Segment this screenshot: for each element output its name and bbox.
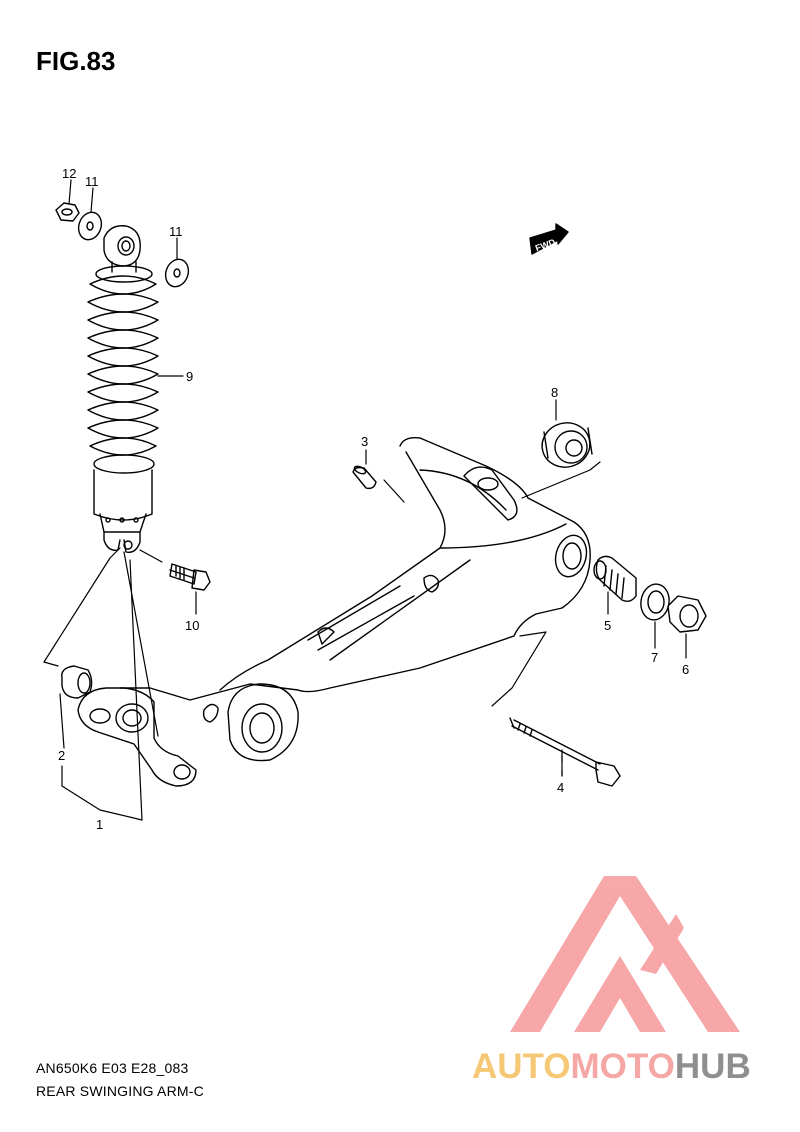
callout-8: 8	[551, 385, 558, 400]
cap-nut-part[interactable]	[55, 202, 80, 222]
watermark-part-moto: MOTO	[571, 1047, 675, 1086]
washer-lower-part[interactable]	[638, 582, 672, 622]
callout-11-upper: 11	[85, 174, 99, 189]
callout-3: 3	[361, 434, 368, 449]
bearing-part[interactable]	[537, 418, 595, 473]
model-code: AN650K6 E03 E28_083	[36, 1060, 189, 1076]
shock-bolt-part[interactable]	[169, 563, 211, 591]
pivot-shaft-part[interactable]	[593, 555, 637, 603]
section-name: REAR SWINGING ARM-C	[36, 1083, 204, 1099]
callout-2: 2	[58, 748, 65, 763]
leader-lines	[43, 179, 687, 821]
washer-upper-part[interactable]	[75, 209, 105, 243]
watermark-part-auto: AUTO	[472, 1047, 571, 1086]
triangle-logo-icon	[510, 876, 740, 1032]
swinging-arm-part[interactable]	[77, 436, 591, 787]
callout-12: 12	[62, 166, 76, 181]
callout-7: 7	[651, 650, 658, 665]
long-bolt-part[interactable]	[509, 717, 621, 787]
fwd-arrow-icon	[529, 223, 569, 255]
callout-9: 9	[186, 369, 193, 384]
watermark-text: AUTOMOTOHUB	[472, 1047, 751, 1086]
pivot-nut-part[interactable]	[667, 595, 707, 633]
watermark-part-hub: HUB	[675, 1047, 751, 1086]
shock-absorber-part[interactable]	[87, 225, 159, 553]
washer-side-part[interactable]	[162, 256, 192, 290]
shock-bushing-part[interactable]	[61, 665, 93, 699]
callout-5: 5	[604, 618, 611, 633]
callout-6: 6	[682, 662, 689, 677]
bushing-part[interactable]	[352, 465, 377, 490]
watermark-logo: AUTOMOTOHUB	[472, 876, 751, 1086]
callout-10: 10	[185, 618, 199, 633]
callout-11-side: 11	[169, 224, 183, 239]
callout-1: 1	[96, 817, 103, 832]
callout-4: 4	[557, 780, 564, 795]
figure-title: FIG.83	[36, 46, 116, 76]
